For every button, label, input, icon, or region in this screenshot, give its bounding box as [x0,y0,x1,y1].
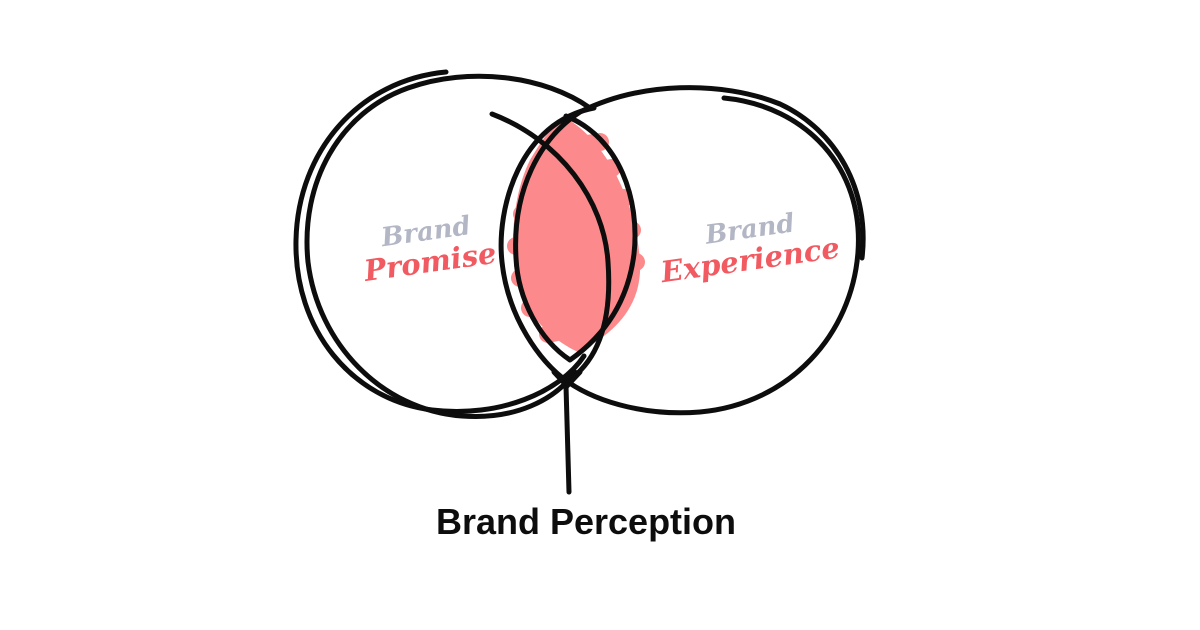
right-circle-outline-a [498,95,861,416]
left-circle-arc-inner [489,111,612,381]
left-circle-outline-a [293,69,587,414]
left-circle [293,69,612,420]
intersection-caption: Brand Perception [436,501,736,542]
left-circle-outline-b [304,73,593,420]
pointer-arrow [551,369,583,495]
right-circle [498,85,866,416]
right-set-label: Brand Experience [658,208,842,289]
pointer-arrow-head [551,369,583,389]
left-set-label: Brand Brand Promise [361,211,498,288]
pointer-line [563,383,572,495]
right-circle-outline-b [513,85,866,363]
